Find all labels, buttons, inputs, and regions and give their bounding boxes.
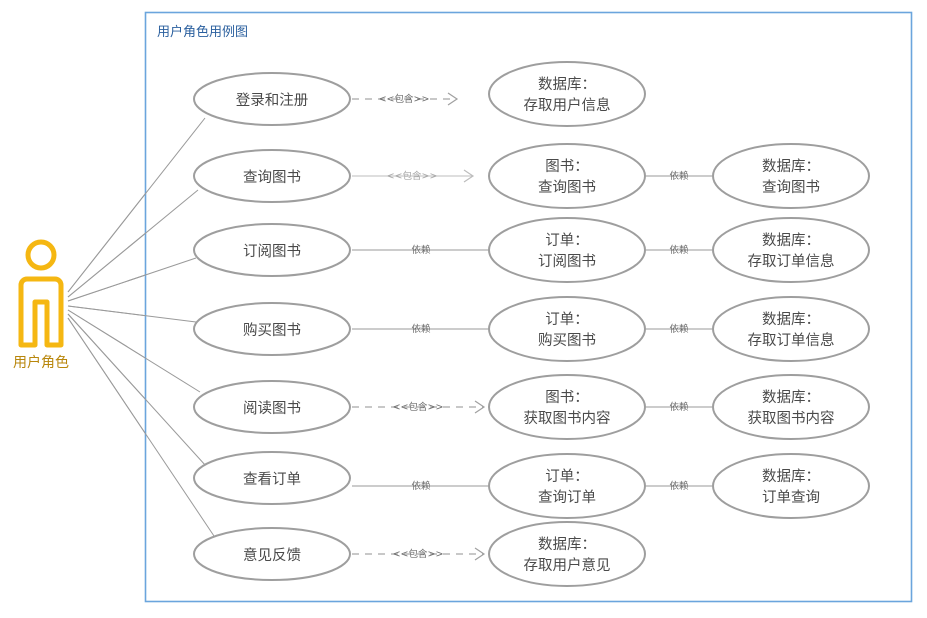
store-label-2-line2: 查询图书 [762,179,820,196]
row-6: 依赖 依赖 查看订单 订单： 查询订单 数据库： 订单查询 [193,451,870,519]
service-ellipse-6[interactable] [488,453,646,519]
store-ellipse-3[interactable] [712,217,870,283]
actor-label: 用户角色 [13,354,69,371]
link-dep-label-2: 依赖 [669,170,689,182]
assoc-line-overlay-5 [67,309,201,393]
link-label-3a: 依赖 [411,244,431,256]
service-ellipse-5[interactable] [488,374,646,440]
actor-user-role[interactable]: 用户角色 [13,239,69,371]
link-label-6b: 依赖 [669,480,689,492]
service-label-4-line1: 订单： [545,311,589,328]
usecase-ellipse-5[interactable] [193,380,351,434]
service-ellipse-7[interactable] [488,521,646,587]
row-5: <<包含>> 依赖 阅读图书 图书： 获取图书内容 数据库： 获取图书内容 [193,374,870,440]
store-label-4-line2: 存取订单信息 [748,332,835,349]
link-label-2: <<包含>> [387,170,438,182]
service-label-4-line2: 购买图书 [538,332,596,349]
arrow-head-5 [474,400,486,414]
store-label-2-line1: 数据库： [762,158,820,175]
usecase-ellipse-7[interactable] [193,527,351,581]
arrow-head-2 [463,169,475,183]
link-label-1: <<包含>> [379,93,430,105]
service-label-6-line1: 订单： [545,468,589,485]
service-label-1-line2: 存取用户信息 [524,97,611,114]
service-label-5-line1: 图书： [545,389,589,406]
row-4: 依赖 依赖 购买图书 订单： 购买图书 数据库： 存取订单信息 [193,296,870,362]
service-label-2-line2: 查询图书 [538,179,596,196]
usecase-label-3: 订阅图书 [243,243,301,260]
row-3: 依赖 依赖 订阅图书 订单： 订阅图书 数据库： 存取订单信息 [193,217,870,283]
row-1: <<包含>> 登录和注册 数据库： 存取用户信息 [193,61,646,127]
usecase-ellipse-6[interactable] [193,451,351,505]
usecase-label-2: 查询图书 [243,169,301,186]
store-ellipse-4[interactable] [712,296,870,362]
link-label-4a: 依赖 [411,323,431,335]
service-label-6-line2: 查询订单 [538,489,596,506]
usecase-ellipse-1[interactable] [193,72,351,126]
actor-body-icon [18,276,64,348]
actor-association-lines-overlay [67,117,215,537]
link-label-7: <<包含>> [393,548,444,560]
service-ellipse-3[interactable] [488,217,646,283]
row-2: <<包含>> 依赖 查询图书 图书： 查询图书 数据库： 查询图书 [193,143,870,209]
assoc-line-overlay-4 [67,305,197,323]
usecase-ellipse-3[interactable] [193,223,351,277]
service-label-7-line2: 存取用户意见 [524,556,611,574]
store-ellipse-6[interactable] [712,453,870,519]
assoc-line-overlay-2 [67,189,199,298]
service-label-1-line1: 数据库： [538,76,596,93]
usecase-label-4: 购买图书 [243,322,301,339]
usecase-label-1: 登录和注册 [236,92,309,109]
service-ellipse-2[interactable] [488,143,646,209]
store-label-3-line2: 存取订单信息 [748,253,835,270]
service-label-3-line1: 订单： [545,232,589,249]
service-ellipse-1[interactable] [488,61,646,127]
assoc-line-overlay-3 [67,257,197,302]
actor-stick-figure-icon [18,239,64,348]
store-label-5-line2: 获取图书内容 [748,410,835,427]
service-label-5-line2: 获取图书内容 [524,410,611,427]
usecase-ellipse-2[interactable] [193,149,351,203]
store-ellipse-5[interactable] [712,374,870,440]
store-label-3-line1: 数据库： [762,232,820,249]
store-label-6-line1: 数据库： [762,468,820,485]
store-ellipse-2[interactable] [712,143,870,209]
service-label-7-line1: 数据库： [538,536,596,553]
arrow-head-1 [447,92,459,106]
link-label-6a: 依赖 [411,480,431,492]
store-label-6-line2: 订单查询 [762,489,820,506]
assoc-line-overlay-7 [67,317,215,537]
link-label-5b: 依赖 [669,401,689,413]
diagram-title: 用户角色用例图 [157,24,248,40]
service-ellipse-4[interactable] [488,296,646,362]
store-label-5-line1: 数据库： [762,389,820,406]
service-label-3-line2: 订阅图书 [538,253,596,270]
link-label-3b: 依赖 [669,244,689,256]
row-7: <<包含>> 意见反馈 数据库： 存取用户意见 [193,521,646,587]
arrow-head-7 [474,547,486,561]
link-label-4b: 依赖 [669,323,689,335]
usecase-label-6: 查看订单 [243,471,301,488]
usecase-label-7: 意见反馈 [243,546,301,564]
service-label-2-line1: 图书： [545,158,589,175]
actor-head-icon [25,239,57,271]
assoc-line-overlay-1 [67,117,206,293]
usecase-label-5: 阅读图书 [243,400,301,417]
store-label-4-line1: 数据库： [762,311,820,328]
usecase-ellipse-4[interactable] [193,302,351,356]
link-label-5: <<包含>> [393,401,444,413]
assoc-line-overlay-6 [67,313,207,467]
